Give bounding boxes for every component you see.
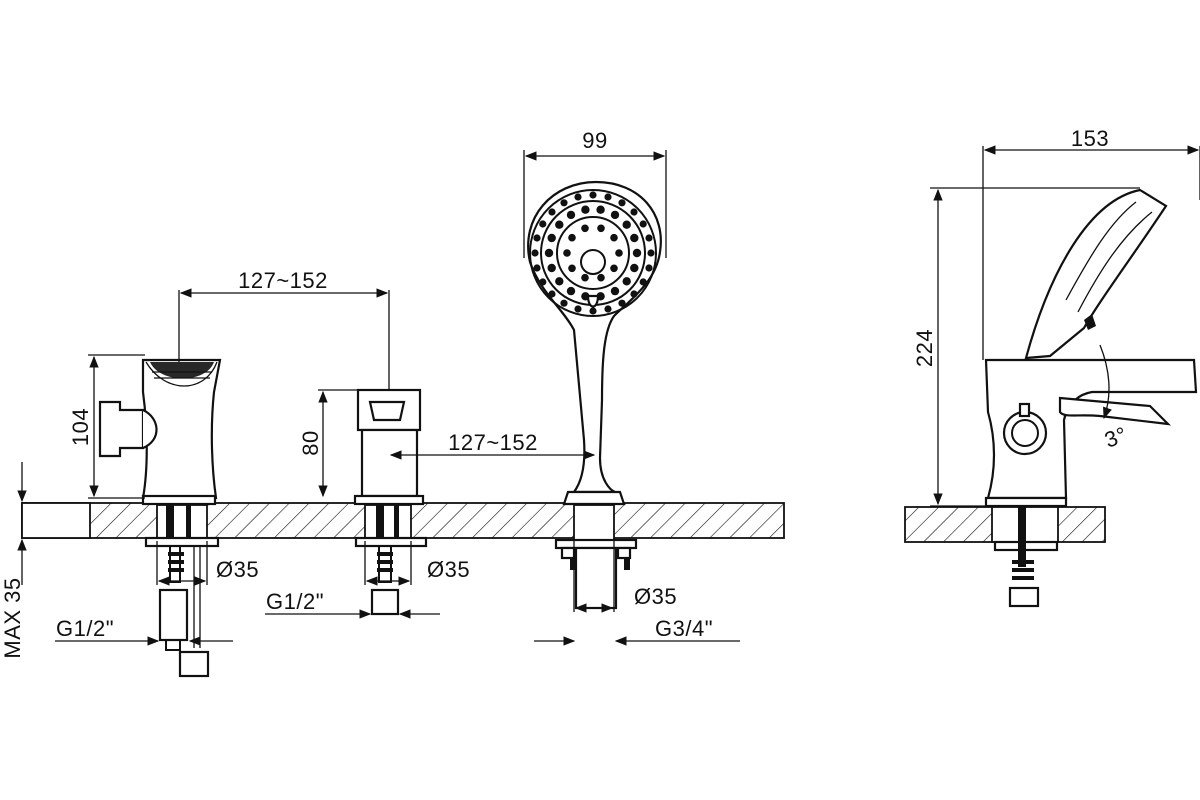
- hand-shower: [527, 180, 662, 610]
- nozzle-dot: [574, 305, 582, 313]
- dimension-lines: [17, 145, 1200, 646]
- nozzle-dot: [647, 249, 655, 257]
- nozzle-dot: [533, 234, 541, 242]
- dim-handshower-width: 99: [582, 128, 607, 153]
- nozzle-dot: [574, 193, 582, 201]
- nozzle-dot: [539, 220, 547, 228]
- nozzle-dot: [547, 263, 556, 273]
- nozzle-dot: [531, 249, 539, 257]
- nozzle-dot: [589, 191, 597, 199]
- nozzle-dot: [568, 264, 576, 273]
- nozzle-dot: [610, 210, 620, 220]
- dim-deck-thickness: MAX 35: [0, 577, 25, 658]
- nozzle-dot: [560, 199, 568, 207]
- nozzle-dot: [581, 205, 590, 214]
- nozzle-dot: [555, 220, 564, 229]
- nozzle-dot: [630, 263, 639, 273]
- nozzle-dot: [618, 299, 626, 307]
- nozzle-dot: [555, 277, 564, 286]
- nozzle-dot: [604, 305, 612, 313]
- nozzle-dot: [589, 307, 597, 315]
- nozzle-dot: [548, 208, 556, 216]
- nozzle-dot: [597, 273, 605, 282]
- dim-side-height: 224: [912, 329, 937, 367]
- nozzle-dot: [533, 264, 541, 272]
- dim-hole-3: Ø35: [634, 584, 677, 609]
- side-handshower: [1024, 188, 1168, 360]
- nozzle-dot: [563, 249, 571, 257]
- dimension-labels: 99 153 127~152 127~152 104 80 224 MAX 35…: [0, 126, 1130, 659]
- dim-valve-height: 80: [298, 430, 323, 455]
- mixer-lever-left: [98, 400, 145, 458]
- nozzle-dot: [566, 210, 576, 220]
- nozzle-dot: [630, 233, 639, 243]
- nozzle-dot: [610, 233, 618, 242]
- dim-thread-2: G1/2": [266, 589, 324, 614]
- nozzle-dot: [639, 220, 647, 228]
- nozzle-dot: [604, 193, 612, 201]
- nozzle-dot: [610, 264, 618, 273]
- nozzle-dot: [560, 299, 568, 307]
- nozzle-dot: [610, 286, 620, 296]
- dim-shower-spacing: 127~152: [448, 430, 538, 455]
- dim-hole-2: Ø35: [427, 557, 470, 582]
- nozzle-dot: [544, 248, 554, 258]
- nozzle-dot: [539, 278, 547, 286]
- nozzle-dot: [566, 286, 576, 296]
- nozzle-dot: [622, 277, 631, 286]
- nozzle-dot: [597, 224, 605, 233]
- dim-thread-1: G1/2": [56, 616, 114, 641]
- nozzle-dot: [645, 264, 653, 272]
- nozzle-dot: [615, 249, 623, 257]
- dim-mixer-height: 104: [68, 408, 93, 446]
- side-lever: [1058, 396, 1172, 426]
- dim-side-width: 153: [1071, 126, 1109, 151]
- nozzle-dot: [548, 290, 556, 298]
- nozzle-dot: [568, 233, 576, 242]
- dim-hole-1: Ø35: [216, 557, 259, 582]
- mixer-body: [98, 358, 222, 678]
- dim-thread-3: G3/4": [655, 616, 713, 641]
- nozzle-dot: [581, 273, 589, 282]
- nozzle-dot: [645, 234, 653, 242]
- side-view: [904, 188, 1198, 608]
- nozzle-dot: [639, 278, 647, 286]
- nozzle-dot: [632, 248, 642, 258]
- nozzle-dot: [622, 220, 631, 229]
- nozzle-dot: [547, 233, 556, 243]
- dim-mixer-spacing: 127~152: [238, 268, 328, 293]
- nozzle-dot: [618, 199, 626, 207]
- nozzle-dot: [596, 205, 605, 214]
- nozzle-dot: [630, 290, 638, 298]
- nozzle-dot: [581, 224, 589, 233]
- dim-tilt-angle: 3°: [1101, 422, 1130, 453]
- nozzle-dot: [630, 208, 638, 216]
- diverter-valve: [353, 388, 428, 616]
